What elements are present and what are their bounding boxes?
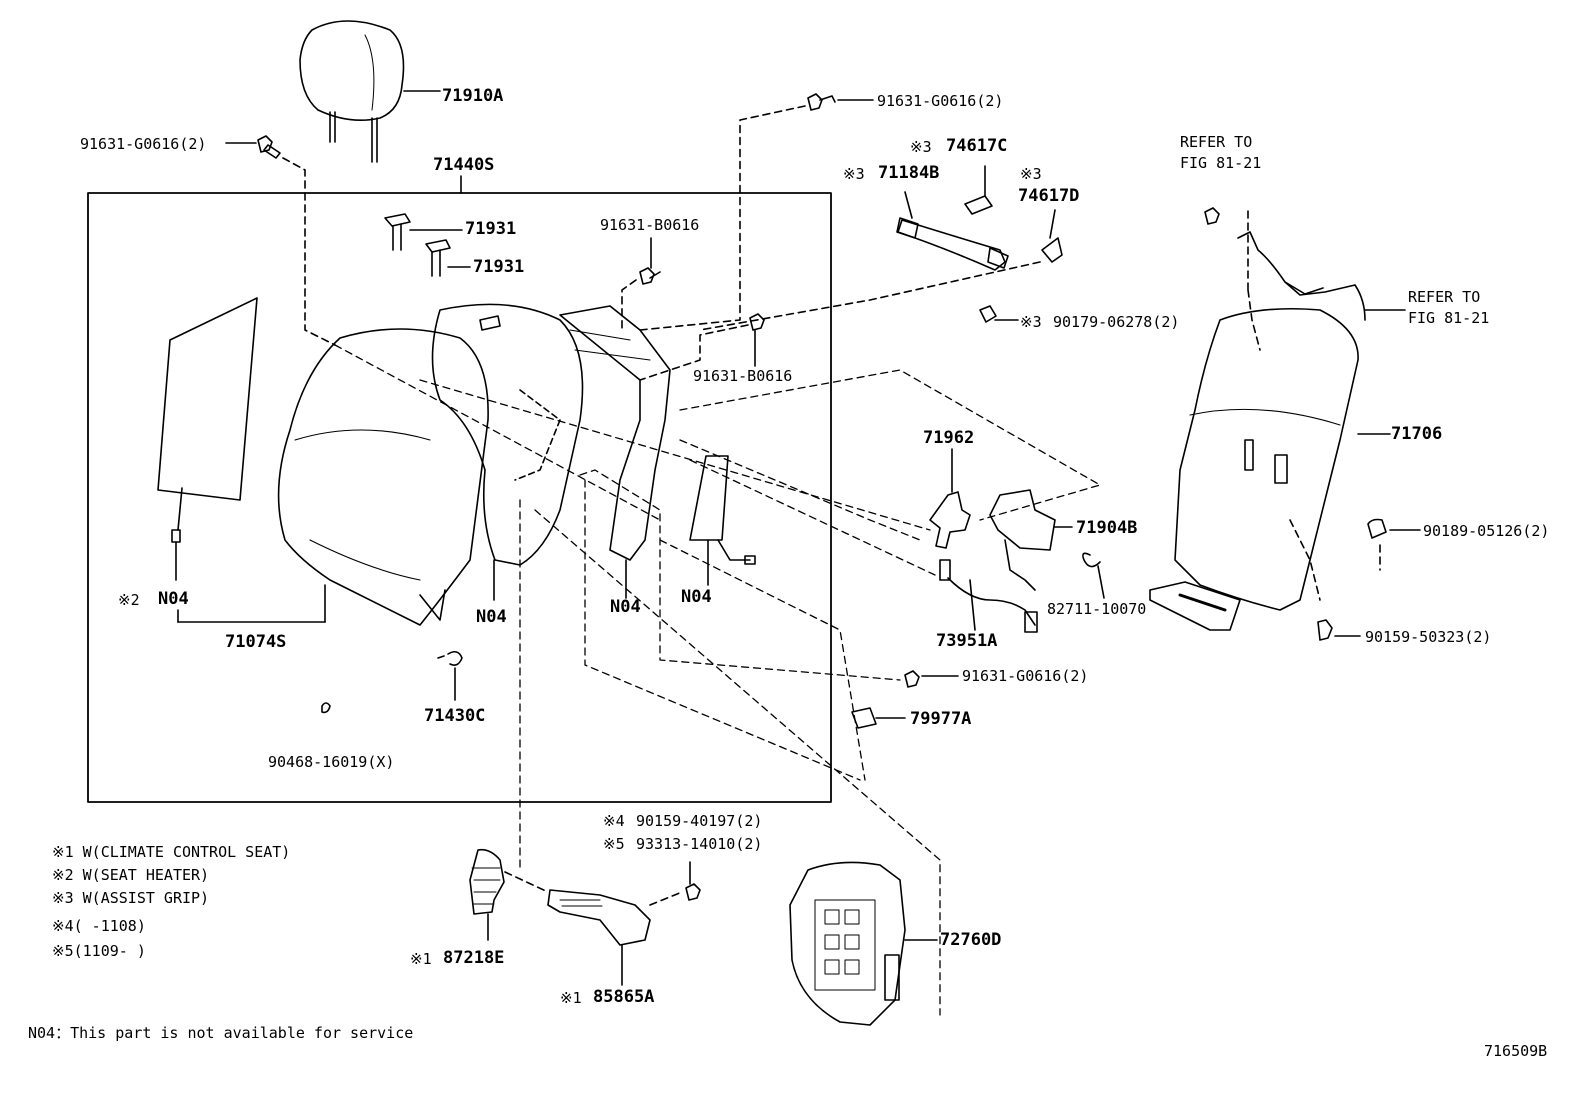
label-back-board: 71706 bbox=[1391, 424, 1443, 444]
bracket-71962-part bbox=[929, 448, 971, 549]
label-bolt-bottom: 91631-G0616(2) bbox=[962, 667, 1089, 685]
label-cap-c: 74617C bbox=[946, 136, 1008, 156]
figure-id: 716509B bbox=[1484, 1042, 1548, 1060]
seat-frame-part bbox=[514, 305, 671, 599]
label-blower: 85865A bbox=[593, 987, 655, 1007]
label-refer-1-line2: FIG 81-21 bbox=[1180, 154, 1262, 172]
label-screw-5: 93313-14010(2) bbox=[636, 835, 763, 853]
label-screw-4: 90159-40197(2) bbox=[636, 812, 763, 830]
right-clip-parts bbox=[1317, 518, 1421, 641]
label-n04-heater: N04 bbox=[158, 589, 189, 609]
assist-grip-part bbox=[699, 165, 1063, 331]
label-pin-1: 71931 bbox=[465, 219, 517, 239]
label-bolt-b-1: 91631-B0616 bbox=[600, 216, 700, 234]
label-clip-90179-note: ※3 bbox=[1020, 313, 1042, 331]
label-clip-82711: 82711-10070 bbox=[1047, 600, 1147, 618]
assembly-box bbox=[87, 192, 832, 803]
label-panel-72760d: 72760D bbox=[940, 930, 1002, 950]
bolt-bottom-part bbox=[904, 670, 959, 688]
bolt-top-right-part bbox=[639, 93, 874, 331]
label-headrest: 71910A bbox=[442, 86, 504, 106]
clip-82711-part bbox=[1082, 552, 1105, 599]
label-n04-airbag: N04 bbox=[681, 587, 712, 607]
legend-item-4: ※4( -1108) bbox=[52, 917, 146, 935]
label-screw-5-note: ※5 bbox=[603, 835, 625, 853]
guide-lines bbox=[334, 344, 1101, 1016]
label-cap-d-note: ※3 bbox=[1020, 165, 1042, 183]
lock-part bbox=[989, 489, 1073, 591]
label-cover-79977a: 79977A bbox=[910, 709, 972, 729]
label-clip-90179: 90179-06278(2) bbox=[1053, 313, 1180, 331]
label-bracket-71962: 71962 bbox=[923, 428, 975, 448]
label-cap-d: 74617D bbox=[1018, 186, 1080, 206]
label-refer-2-line2: FIG 81-21 bbox=[1408, 309, 1490, 327]
hook-part bbox=[321, 650, 463, 714]
bolt-b-parts bbox=[621, 237, 765, 381]
label-grip-note: ※3 bbox=[843, 165, 865, 183]
label-heater-note: ※2 bbox=[118, 591, 140, 609]
airbag-part bbox=[689, 455, 756, 586]
harness-part bbox=[1204, 207, 1406, 321]
label-bolt-left: 91631-G0616(2) bbox=[80, 135, 207, 153]
legend-item-1: ※1 W(CLIMATE CONTROL SEAT) bbox=[52, 843, 291, 861]
seat-cover-part bbox=[177, 328, 489, 626]
heater-sheet-part bbox=[157, 297, 258, 581]
label-clip-90189: 90189-05126(2) bbox=[1423, 522, 1550, 540]
label-refer-2-line1: REFER TO bbox=[1408, 288, 1481, 306]
label-bolt-top-right: 91631-G0616(2) bbox=[877, 92, 1004, 110]
label-refer-1-line1: REFER TO bbox=[1180, 133, 1253, 151]
label-duct-note: ※1 bbox=[410, 950, 432, 968]
label-duct: 87218E bbox=[443, 948, 505, 968]
pin-parts bbox=[384, 213, 471, 277]
footnote: N04：This part is not available for servi… bbox=[28, 1024, 414, 1042]
label-lock-71904b: 71904B bbox=[1076, 518, 1138, 538]
label-cable-73951a: 73951A bbox=[936, 631, 998, 651]
label-cap-c-note: ※3 bbox=[910, 138, 932, 156]
cable-part bbox=[939, 559, 1038, 633]
label-blower-note: ※1 bbox=[560, 989, 582, 1007]
label-n04-frame: N04 bbox=[610, 597, 641, 617]
duct-part bbox=[469, 848, 549, 941]
legend-item-5: ※5(1109- ) bbox=[52, 942, 146, 960]
back-board-part bbox=[1149, 209, 1391, 631]
label-n04-pad: N04 bbox=[476, 607, 507, 627]
label-hook-71430c: 71430C bbox=[424, 706, 486, 726]
label-cover-71074s: 71074S bbox=[225, 632, 287, 652]
label-seatback-assy: 71440S bbox=[433, 155, 495, 175]
bolt-left-part bbox=[225, 135, 336, 346]
label-pin-2: 71931 bbox=[473, 257, 525, 277]
legend-item-3: ※3 W(ASSIST GRIP) bbox=[52, 889, 210, 907]
label-screw-4-note: ※4 bbox=[603, 812, 625, 830]
panel-part bbox=[789, 861, 938, 1026]
label-bolt-b-2: 91631-B0616 bbox=[693, 367, 793, 385]
blower-part bbox=[547, 861, 701, 986]
label-grip: 71184B bbox=[878, 163, 940, 183]
cover-79977a-part bbox=[851, 707, 906, 729]
seat-pad-part bbox=[431, 303, 584, 601]
label-ring-90468: 90468-16019(X) bbox=[268, 753, 395, 771]
headrest-part bbox=[299, 20, 441, 163]
legend-item-2: ※2 W(SEAT HEATER) bbox=[52, 866, 210, 884]
label-clip-90159: 90159-50323(2) bbox=[1365, 628, 1492, 646]
